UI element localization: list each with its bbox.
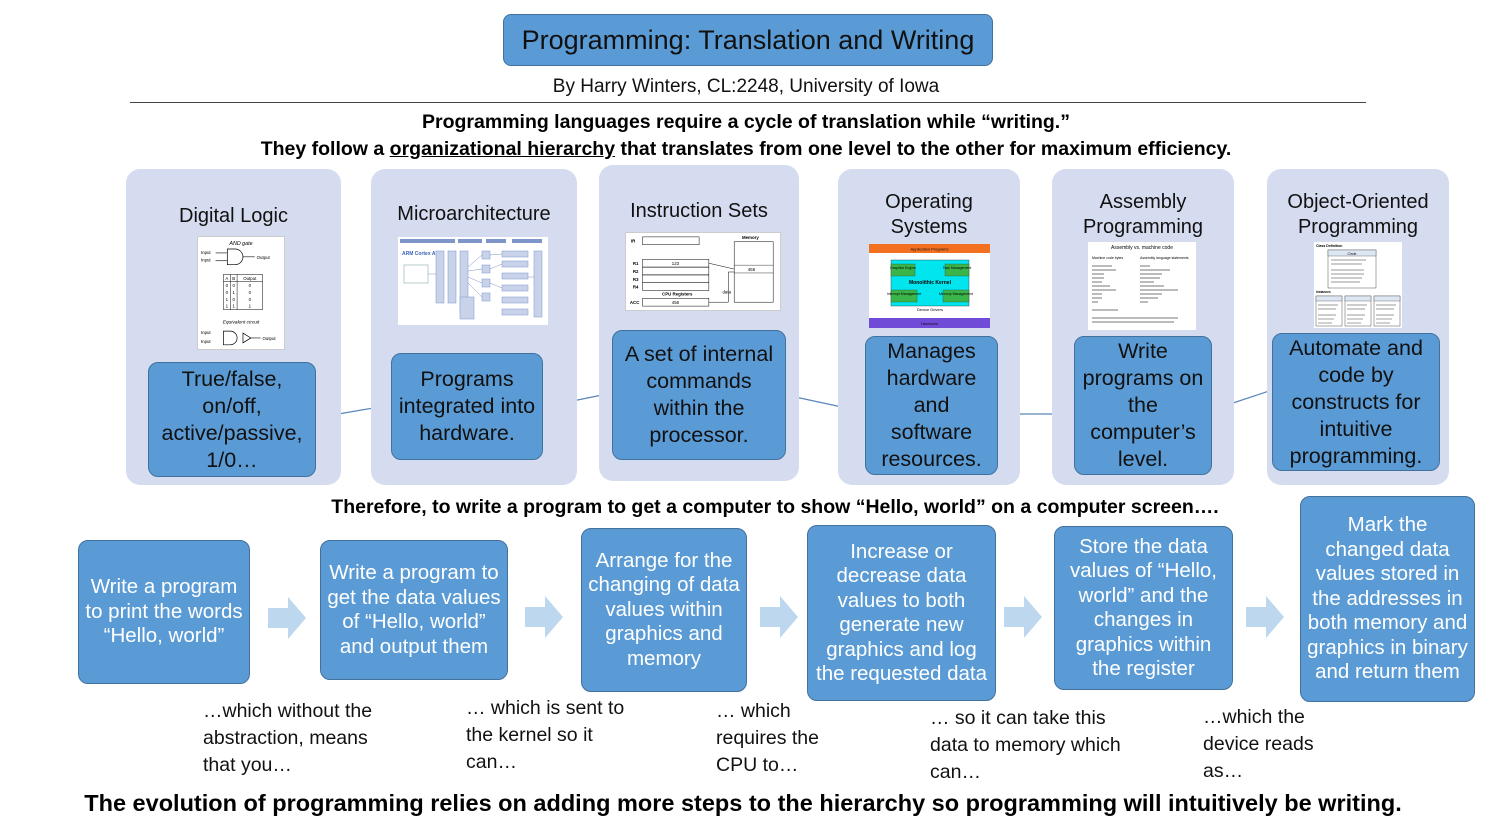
truth-col-b: B <box>232 276 235 281</box>
intro-line-2-start: They follow a <box>260 138 390 160</box>
caption-microarchitecture: Programs integrated into hardware. <box>391 353 543 460</box>
step-4: Increase or decrease data values to both… <box>807 525 996 701</box>
step-2: Write a program to get the data values o… <box>320 540 508 680</box>
equivalent-circuit-label: Equivalent circuit <box>223 319 260 325</box>
truth-col-output: Output <box>243 276 257 281</box>
panel-title-assembly-programming: Assembly Programming <box>1082 191 1204 238</box>
os-task-label: Task Management <box>943 266 972 270</box>
os-architecture-diagram: Application Programs Graphics Engine Tas… <box>869 244 990 328</box>
truth-cell: 1 <box>232 290 235 295</box>
panel-title-instruction-sets: Instruction Sets <box>630 200 768 222</box>
reg-r3: R3 <box>633 277 639 282</box>
reg-ir: IR <box>631 239 636 244</box>
os-app-label: Application Programs <box>910 247 948 252</box>
arrow-right-icon <box>268 597 306 639</box>
step-5: Store the data values of “Hello, world” … <box>1054 526 1233 690</box>
digital-logic-diagram: AND gate Input Input Output A B Output 0… <box>197 236 285 350</box>
truth-cell: 0 <box>226 290 229 295</box>
cpu-registers-label: CPU Registers <box>662 291 693 296</box>
step-2-note: … which is sent to the kernel so it can… <box>466 697 625 773</box>
os-drivers-label: Device Drivers <box>917 307 943 312</box>
machine-code-column: Machine code bytes <box>1092 256 1123 260</box>
caption-object-oriented-programming: Automate and code by constructs for intu… <box>1272 333 1440 471</box>
os-memory-label: Memory Management <box>939 292 973 296</box>
os-interrupt-label: Interrupt Management <box>887 292 921 296</box>
therefore-statement: Therefore, to write a program to get a c… <box>331 496 1219 518</box>
truth-cell: 1 <box>226 304 229 309</box>
intro-line-2: They follow a organizational hierarchy t… <box>0 138 1492 161</box>
panel-title-object-oriented-programming: Object-Oriented Programming <box>1287 191 1429 238</box>
arrow-right-icon <box>1004 596 1042 638</box>
arrow-right-icon <box>760 596 798 638</box>
os-kernel-label: Monolithic Kernel <box>909 280 952 286</box>
assembly-statements-column: Assembly language statements <box>1140 256 1189 260</box>
arrow-right-icon <box>1246 596 1284 638</box>
truth-cell: 0 <box>249 290 252 295</box>
circuit-input-2-label: Input <box>201 339 212 344</box>
register-value: 123 <box>672 261 680 266</box>
step-3: Arrange for the changing of data values … <box>581 528 747 692</box>
instances-label: Instances <box>1316 290 1331 294</box>
and-gate-icon <box>226 248 244 266</box>
os-graphics-label: Graphics Engine <box>890 266 916 270</box>
cpu-model-label: ARM Cortex A73 <box>402 251 441 257</box>
truth-cell: 1 <box>232 304 235 309</box>
panel-title-microarchitecture: Microarchitecture <box>397 203 551 225</box>
hierarchy-link: organizational hierarchy <box>389 138 616 160</box>
step-3-note: … which requires the CPU to… <box>716 700 819 776</box>
caption-operating-systems: Manages hardware and software resources. <box>865 336 998 475</box>
circuit-output-label: Output <box>263 336 277 341</box>
and-gate-label: AND gate <box>228 241 252 247</box>
microarchitecture-diagram: ARM Cortex A73 <box>398 237 548 325</box>
title-divider <box>130 102 1366 103</box>
assembly-code-listing: Assembly vs. machine code Machine code b… <box>1088 242 1196 330</box>
class-definition-label: Class Definition <box>1316 244 1342 248</box>
arrow-right-icon <box>525 596 563 638</box>
panel-title-operating-systems: Operating Systems <box>885 191 973 238</box>
step-1-note: …which without the abstraction, means th… <box>203 700 373 776</box>
caption-instruction-sets: A set of internal commands within the pr… <box>612 330 786 460</box>
truth-cell: 0 <box>226 283 229 288</box>
panel-title-digital-logic: Digital Logic <box>179 205 288 227</box>
truth-cell: 0 <box>249 297 252 302</box>
caption-assembly-programming: Write programs on the computer’s level. <box>1074 336 1212 475</box>
data-bus-label: data <box>722 289 731 294</box>
acc-value: 456 <box>672 300 680 305</box>
truth-cell: 1 <box>249 304 252 309</box>
caption-digital-logic: True/false, on/off, active/passive, 1/0… <box>148 362 316 477</box>
inverter-icon <box>242 332 252 344</box>
reg-r4: R4 <box>633 285 639 290</box>
truth-cell: 0 <box>249 283 252 288</box>
page-title: Programming: Translation and Writing <box>503 14 993 66</box>
instruction-set-diagram: Memory 456 IR R1 R2 R3 R4 123 CPU Regist… <box>625 232 781 311</box>
truth-col-a: A <box>225 276 228 281</box>
truth-cell: 0 <box>232 297 235 302</box>
class-name-label: Circle <box>1348 252 1357 256</box>
reg-r2: R2 <box>633 269 639 274</box>
reg-acc: ACC <box>630 300 640 305</box>
step-1: Write a program to print the words “Hell… <box>78 540 250 684</box>
step-5-note: …which the device reads as… <box>1203 706 1314 782</box>
gate-input-2-label: Input <box>201 258 212 263</box>
intro-line-1: Programming languages require a cycle of… <box>422 111 1070 133</box>
assembly-heading: Assembly vs. machine code <box>1111 245 1173 251</box>
gate-output-label: Output <box>257 255 271 260</box>
circuit-input-1-label: Input <box>201 330 212 335</box>
memory-value: 456 <box>748 267 756 272</box>
truth-cell: 0 <box>232 283 235 288</box>
conclusion: The evolution of programming relies on a… <box>84 790 1402 816</box>
class-definition-diagram: Class Definition Circle Instances <box>1314 242 1402 328</box>
nand-gate-icon <box>223 330 238 346</box>
gate-input-1-label: Input <box>201 250 212 255</box>
memory-label: Memory <box>742 235 759 240</box>
step-6: Mark the changed data values stored in t… <box>1300 496 1475 702</box>
step-4-note: … so it can take this data to memory whi… <box>930 707 1121 783</box>
reg-r1: R1 <box>633 261 639 266</box>
intro-line-2-end: that translates from one level to the ot… <box>615 138 1232 160</box>
truth-cell: 1 <box>226 297 229 302</box>
byline: By Harry Winters, CL:2248, University of… <box>552 76 940 97</box>
os-hardware-label: Hardware <box>921 321 939 326</box>
